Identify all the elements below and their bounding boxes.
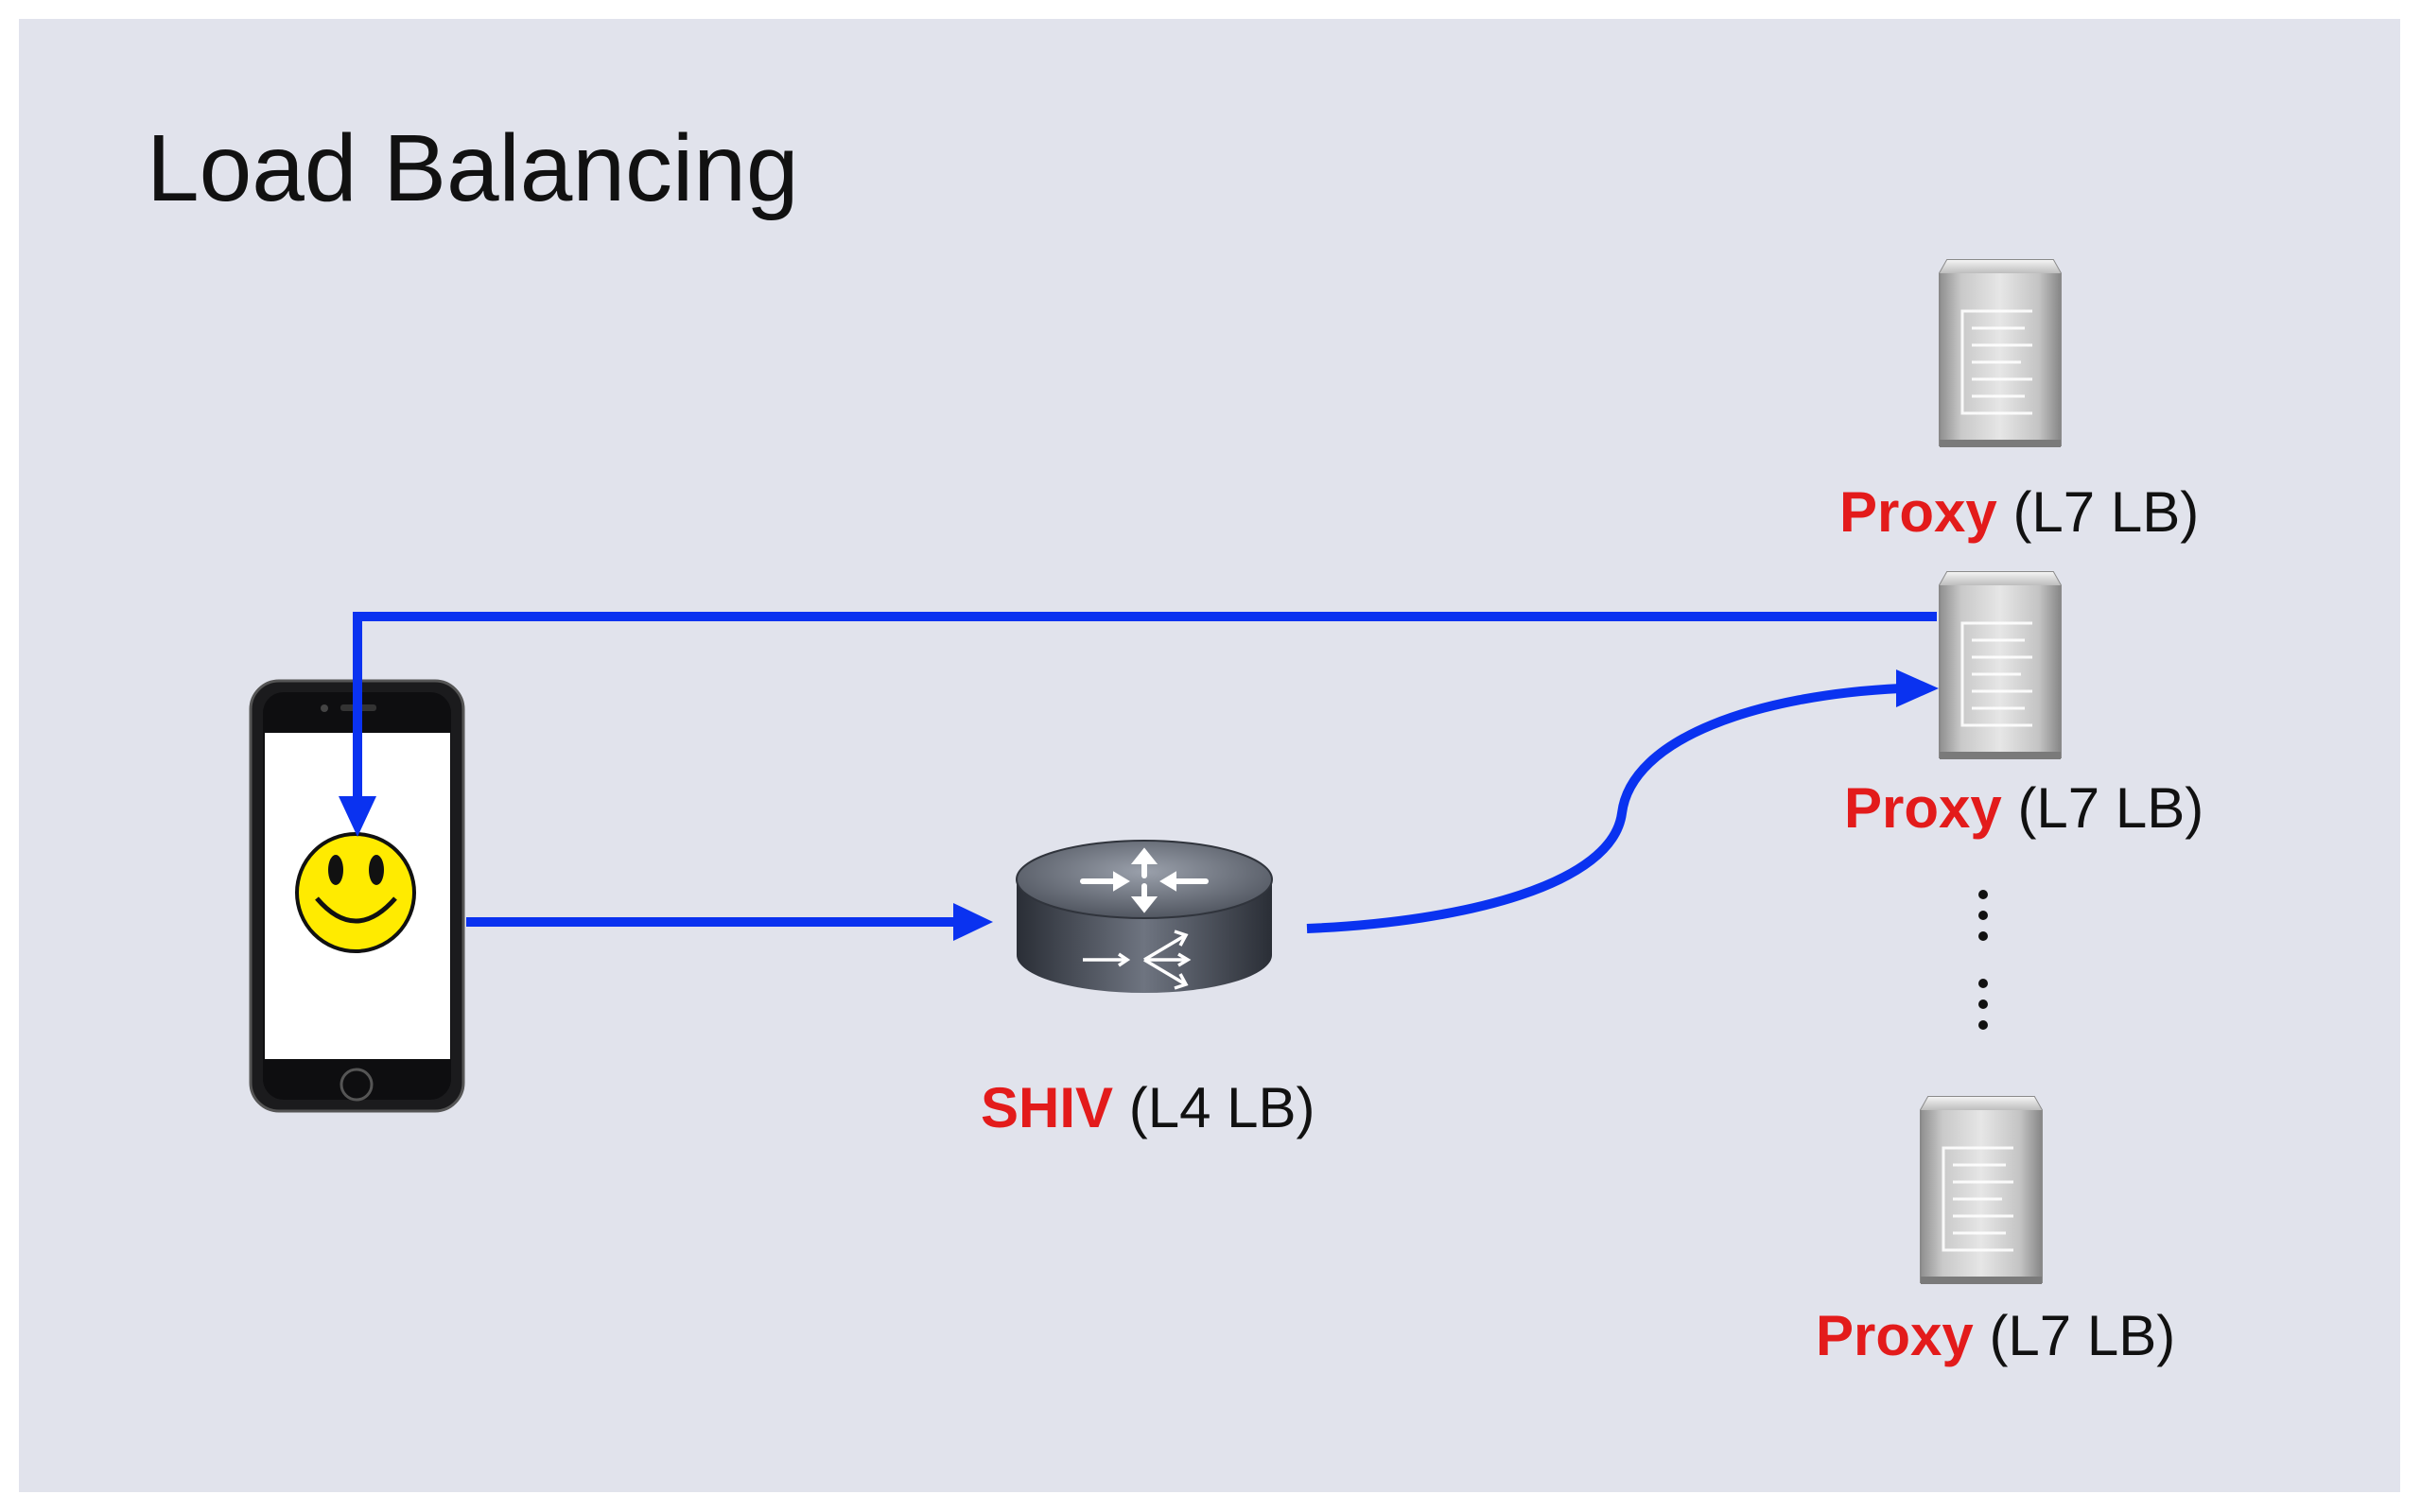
shiv-name: SHIV <box>981 1076 1114 1139</box>
slide-title: Load Balancing <box>147 115 799 221</box>
server-icon <box>1919 1095 2044 1286</box>
smiley-face-icon <box>295 832 416 953</box>
flow-arrow-proxy-to-phone <box>339 612 1937 837</box>
proxy-mid-suffix: (L7 LB) <box>2017 776 2204 840</box>
flow-arrow-router-to-proxy <box>1306 669 1939 933</box>
proxy-bottom-suffix: (L7 LB) <box>1989 1304 2176 1367</box>
proxy-top-suffix: (L7 LB) <box>2012 480 2200 544</box>
more-servers-ellipsis <box>1978 890 1988 1030</box>
proxy-top-name: Proxy <box>1839 480 1997 544</box>
proxy-mid-name: Proxy <box>1844 776 2002 840</box>
proxy-mid-label: Proxy (L7 LB) <box>1844 780 2203 837</box>
shiv-label: SHIV (L4 LB) <box>981 1080 1315 1137</box>
router-icon <box>1016 840 1273 993</box>
proxy-top-label: Proxy (L7 LB) <box>1839 484 2199 541</box>
shiv-suffix: (L4 LB) <box>1128 1076 1315 1139</box>
server-icon <box>1938 570 2063 761</box>
proxy-bottom-name: Proxy <box>1816 1304 1974 1367</box>
server-icon <box>1938 258 2063 449</box>
flow-arrow-phone-to-router <box>466 903 993 941</box>
proxy-bottom-label: Proxy (L7 LB) <box>1816 1308 2175 1364</box>
